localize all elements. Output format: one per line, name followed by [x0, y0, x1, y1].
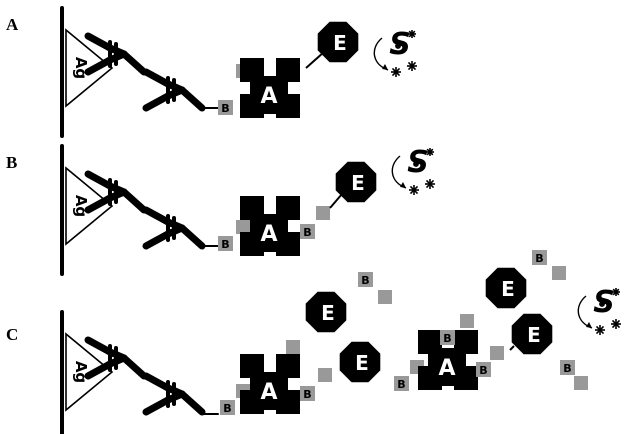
biotin-label: B [221, 238, 229, 251]
avidin-label: A [260, 222, 277, 247]
panel-a: A AgB A E S [6, 6, 417, 138]
product-star-icon [407, 61, 417, 71]
biotin-label: B [223, 402, 231, 415]
biotin-tag: B [440, 330, 455, 345]
panel-label-c: C [6, 325, 18, 344]
biotin-square [286, 340, 300, 354]
product-star-icon [425, 179, 435, 189]
biotin-tag: B [300, 386, 315, 401]
product-star-icon [409, 185, 419, 195]
biotin-label: B [535, 252, 543, 265]
substrate: S [373, 27, 417, 77]
biotin-tag: B [532, 250, 547, 265]
avidin-label: A [260, 84, 277, 109]
enzyme-label: E [501, 277, 515, 301]
product-star-icon [391, 67, 401, 77]
antigen-label: Ag [72, 195, 90, 217]
linker [509, 345, 515, 351]
biotin-label: B [303, 388, 311, 401]
biotin-square [574, 376, 588, 390]
substrate-star-icon [599, 301, 605, 307]
substrate-star-icon [395, 43, 401, 49]
avidin-complex: A [240, 196, 300, 256]
primary-antibody [84, 170, 148, 214]
biotin-tag: B [476, 362, 491, 377]
substrate-star-icon [612, 288, 620, 296]
secondary-antibody [142, 372, 206, 416]
panel-b: BAgBABES [6, 144, 435, 276]
linker [305, 51, 325, 69]
substrate-star-icon [408, 30, 416, 38]
enzyme: E [335, 161, 377, 203]
enzyme: E [485, 267, 527, 309]
substrate: S [391, 145, 435, 195]
avidin-label: A [438, 356, 455, 381]
biotin-square [460, 314, 474, 328]
primary-antibody [84, 336, 148, 380]
biotin-label: B [303, 226, 311, 239]
enzyme-label: E [351, 171, 365, 195]
substrate-star-icon [413, 161, 419, 167]
biotin-square [318, 368, 332, 382]
enzyme: E [339, 341, 381, 383]
secondary-antibody [142, 206, 206, 250]
panel-label-a: A [6, 15, 19, 34]
biotin-square [236, 220, 250, 234]
reaction-arrow [373, 37, 389, 71]
reaction-arrow [577, 295, 593, 329]
biotin-tag: B [218, 236, 233, 251]
linker [329, 193, 343, 209]
enzyme-label: E [321, 301, 335, 325]
panel-c: CAgBABEBEBABBEBEBS [6, 250, 621, 434]
biotin-label: B [443, 332, 451, 345]
biotin-square [378, 290, 392, 304]
antigen-label: Ag [72, 57, 90, 79]
arrowhead-icon [586, 322, 592, 328]
secondary-antibody [142, 68, 206, 112]
avidin-complex: A [240, 58, 300, 118]
biotin-square [316, 206, 330, 220]
enzyme-label: E [527, 323, 541, 347]
biotin-label: B [361, 274, 369, 287]
biotin-tag: B [300, 224, 315, 239]
biotin-label: B [563, 362, 571, 375]
product-star-icon [611, 319, 621, 329]
reaction-arrow [391, 155, 407, 189]
biotin-tag: B [218, 100, 233, 115]
biotin-tag: B [394, 376, 409, 391]
panel-c-base: Ag [60, 310, 206, 434]
biotin-label: B [479, 364, 487, 377]
biotin-tag: B [560, 360, 575, 375]
primary-antibody [84, 32, 148, 76]
product-star-icon [595, 325, 605, 335]
substrate: S [577, 285, 621, 335]
avidin-complex: A [418, 330, 478, 390]
arrowhead-icon [400, 182, 406, 188]
biotin-label: B [221, 102, 229, 115]
avidin-label: A [260, 380, 277, 405]
enzyme: E [305, 291, 347, 333]
biotin-tag: B [220, 400, 235, 415]
biotin-square [490, 346, 504, 360]
biotin-tag: B [358, 272, 373, 287]
biotin-square [552, 266, 566, 280]
biotin-label: B [397, 378, 405, 391]
panel-label-b: B [6, 153, 17, 172]
enzyme: E [511, 313, 553, 355]
arrowhead-icon [382, 64, 388, 70]
enzyme-label: E [333, 31, 347, 55]
enzyme-label: E [355, 351, 369, 375]
substrate-star-icon [426, 148, 434, 156]
enzyme: E [317, 21, 359, 63]
avidin-complex: A [240, 354, 300, 414]
antigen-label: Ag [72, 361, 90, 383]
